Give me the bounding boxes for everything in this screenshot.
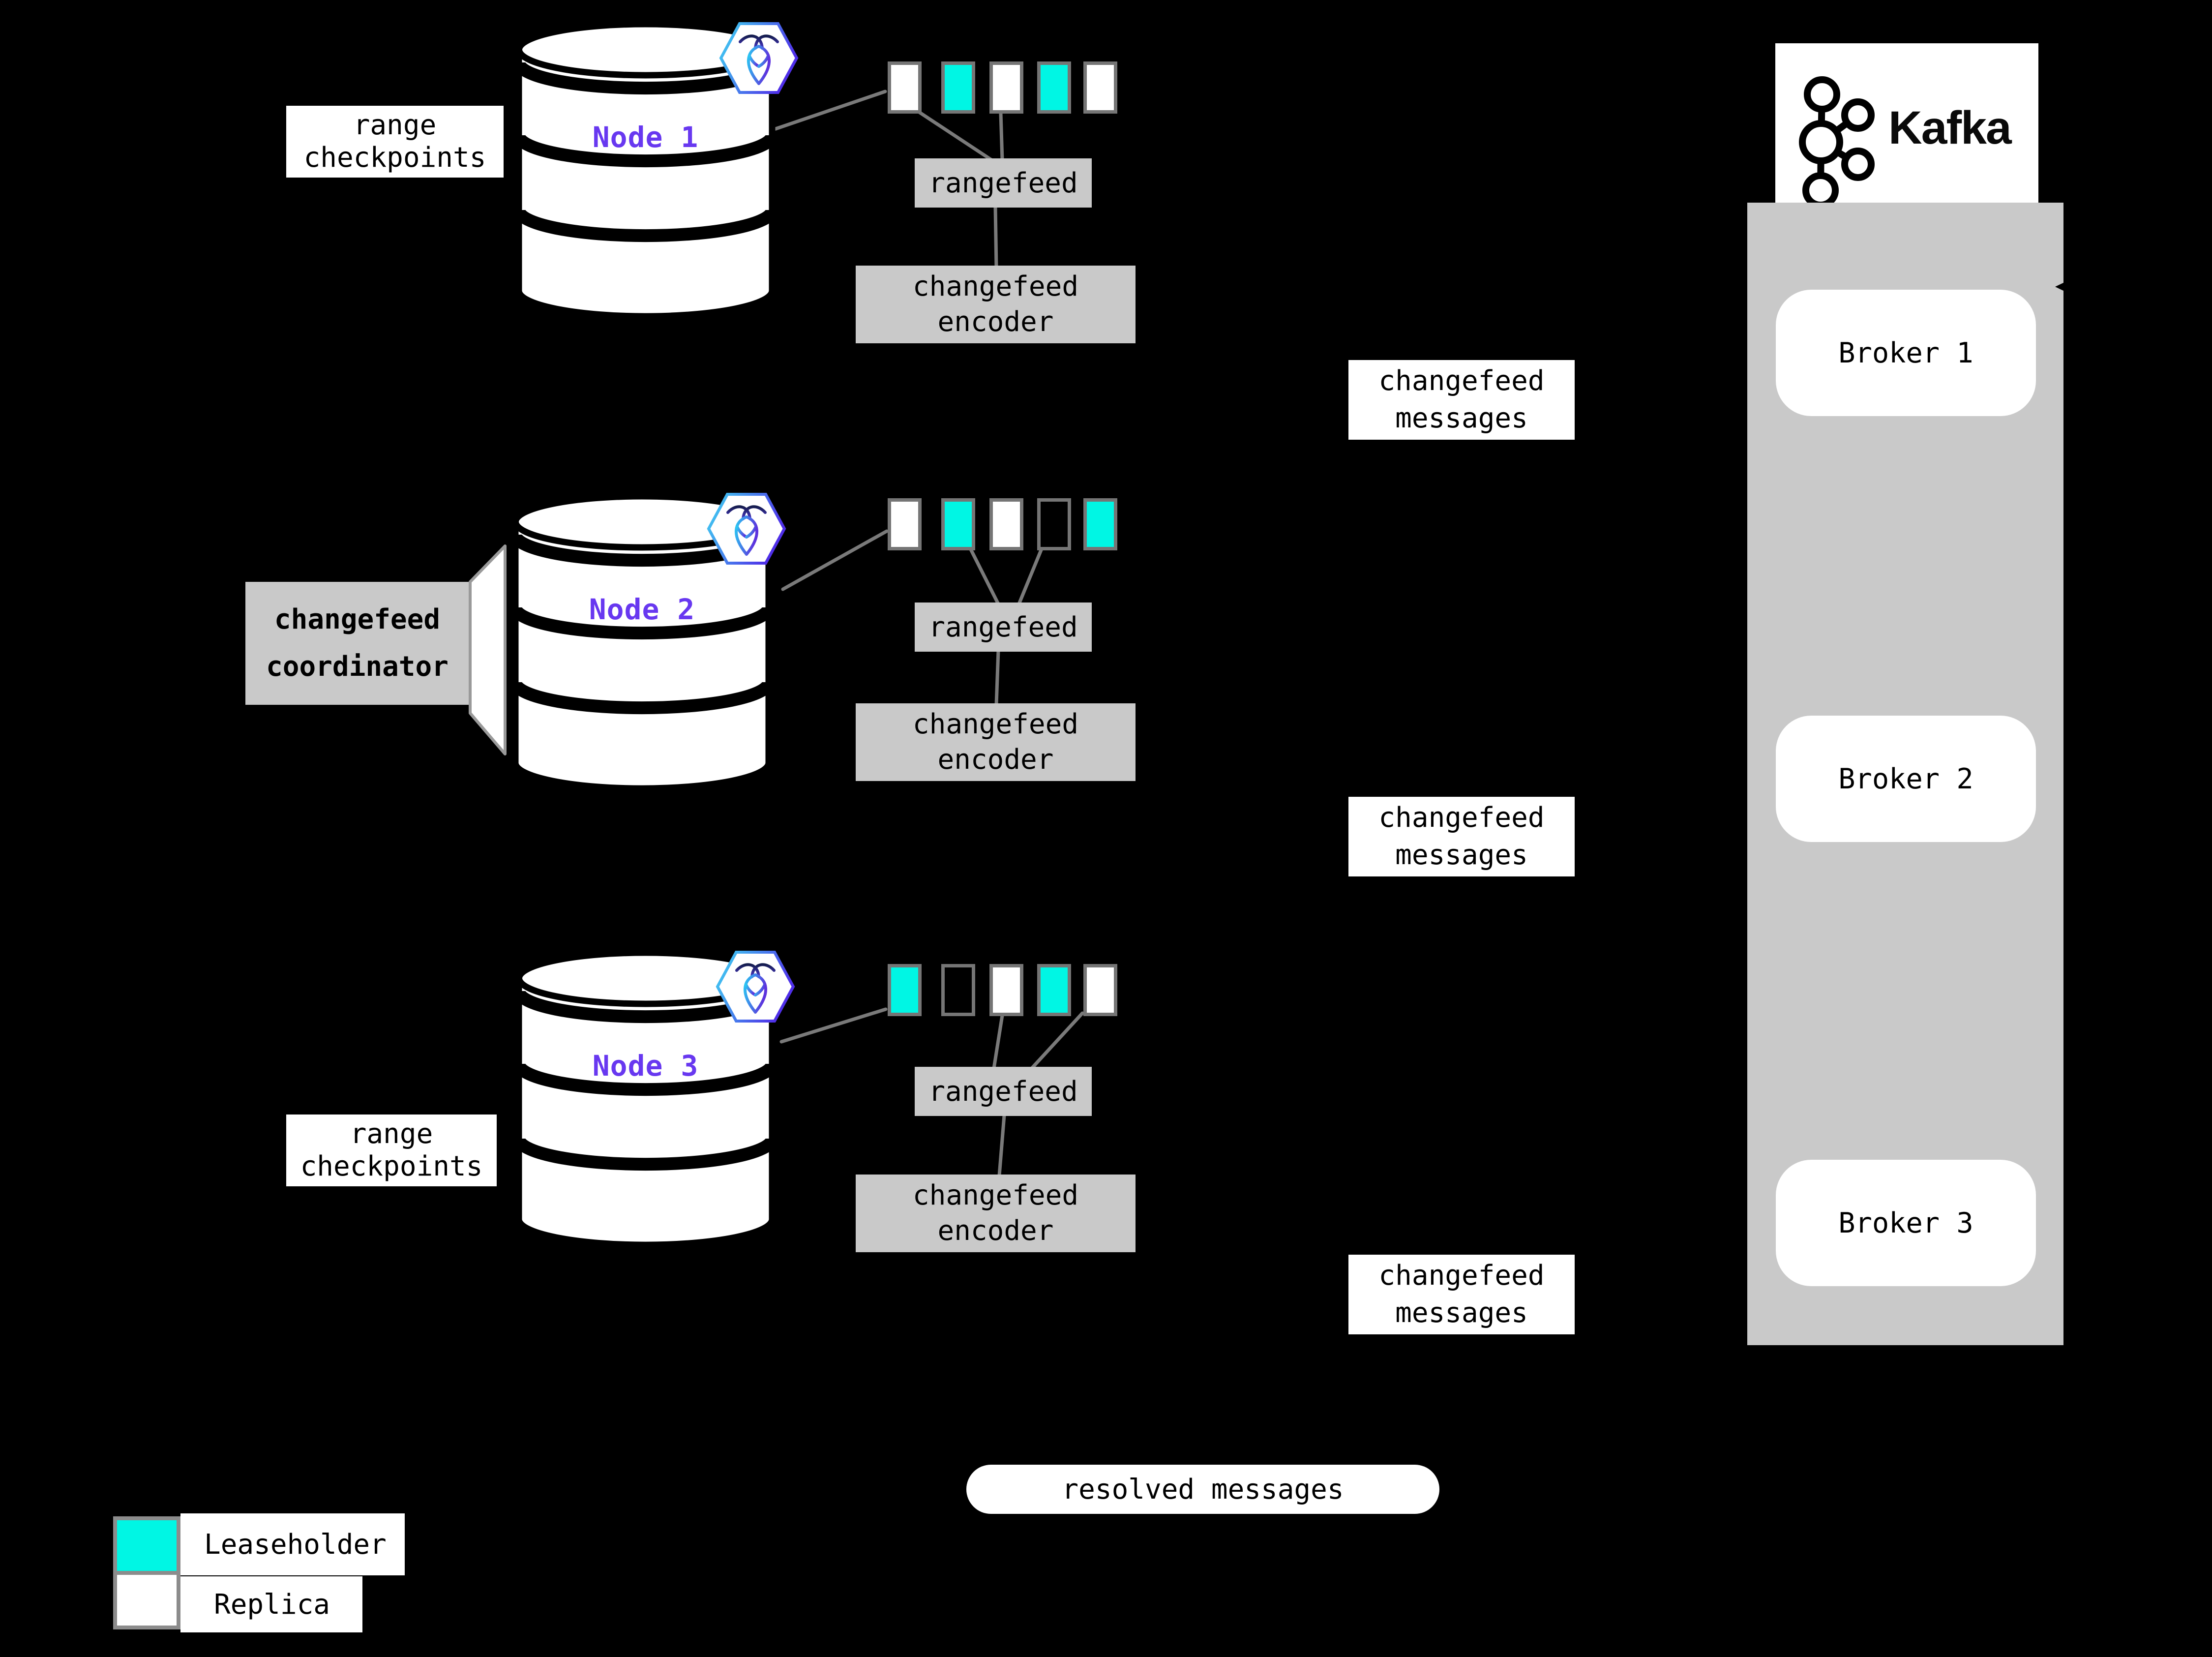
cockroachdb-logo-icon <box>716 951 795 1023</box>
checkpoints-label-line: checkpoints <box>300 1150 483 1182</box>
range-square <box>1037 498 1071 550</box>
encoder-label-line: encoder <box>937 744 1054 776</box>
range-square <box>888 498 922 550</box>
range-square <box>989 498 1023 550</box>
legend-label-replica: Replica <box>180 1576 362 1632</box>
resolved-messages-label: resolved messages <box>1062 1473 1344 1506</box>
changefeed-coordinator-box: changefeed coordinator <box>245 582 469 705</box>
rangefeed-label: rangefeed <box>928 167 1078 199</box>
node2-changefeed-messages-label: changefeed messages <box>1348 797 1575 876</box>
range-square <box>1083 964 1117 1016</box>
rangefeed-label: rangefeed <box>928 1075 1078 1108</box>
coordinator-flap-shape <box>469 544 507 755</box>
broker-1-box: Broker 1 <box>1776 290 2036 416</box>
range-square <box>989 61 1023 114</box>
encoder-label-line: encoder <box>937 306 1054 338</box>
broker-3-box: Broker 3 <box>1776 1160 2036 1286</box>
checkpoints-label-line: range <box>350 1118 433 1150</box>
cockroachdb-logo-icon <box>719 22 799 94</box>
rangefeed-label: rangefeed <box>928 611 1078 643</box>
node2-database-cylinder <box>511 493 773 792</box>
coordinator-label-line: coordinator <box>266 651 448 683</box>
range-square <box>941 498 975 550</box>
broker-label: Broker 2 <box>1838 762 1973 795</box>
node2-changefeed-encoder-box: changefeed encoder <box>856 703 1136 781</box>
kafka-wordmark: Kafka <box>1888 102 2012 154</box>
legend-label-leaseholder: Leaseholder <box>180 1513 405 1575</box>
range-square <box>1083 61 1117 114</box>
node3-range-row <box>888 964 1117 1016</box>
encoder-label-line: changefeed <box>912 271 1079 302</box>
encoder-label-line: encoder <box>937 1215 1054 1247</box>
range-square <box>888 61 922 114</box>
node1-range-checkpoints-label: range checkpoints <box>286 106 504 178</box>
checkpoints-label-line: range <box>353 109 437 141</box>
kafka-logo-icon <box>1799 76 1875 207</box>
messages-label-line: messages <box>1395 1297 1528 1329</box>
node1-changefeed-messages-label: changefeed messages <box>1348 360 1575 440</box>
messages-label-line: changefeed <box>1378 802 1545 834</box>
kafka-logo-box: Kafka <box>1775 43 2038 207</box>
messages-label-line: messages <box>1395 402 1528 434</box>
broker-2-box: Broker 2 <box>1776 716 2036 842</box>
range-square <box>941 61 975 114</box>
messages-label-line: changefeed <box>1378 365 1545 397</box>
range-square <box>1083 498 1117 550</box>
range-square <box>941 964 975 1016</box>
node2-rangefeed-box: rangefeed <box>915 603 1092 652</box>
node1-rangefeed-box: rangefeed <box>915 158 1092 208</box>
checkpoints-label-line: checkpoints <box>303 142 486 174</box>
node2-label: Node 2 <box>589 593 695 626</box>
node1-range-row <box>888 61 1117 114</box>
legend-swatch-replica <box>113 1571 180 1629</box>
legend-text: Replica <box>214 1588 330 1621</box>
legend-text: Leaseholder <box>204 1528 387 1561</box>
node1-label: Node 1 <box>592 121 699 154</box>
node3-changefeed-messages-label: changefeed messages <box>1348 1255 1575 1334</box>
encoder-label-line: changefeed <box>912 708 1079 740</box>
resolved-messages-pill: resolved messages <box>966 1465 1439 1514</box>
range-square <box>1037 61 1071 114</box>
coordinator-label-line: changefeed <box>274 603 441 635</box>
broker-label: Broker 1 <box>1838 336 1973 369</box>
node1-changefeed-encoder-box: changefeed encoder <box>856 266 1136 343</box>
node3-label: Node 3 <box>592 1049 699 1083</box>
messages-label-line: changefeed <box>1378 1260 1545 1292</box>
range-square <box>1037 964 1071 1016</box>
node2-range-row <box>888 498 1117 550</box>
node3-database-cylinder <box>515 950 776 1248</box>
range-square <box>989 964 1023 1016</box>
node3-rangefeed-box: rangefeed <box>915 1067 1092 1116</box>
arrowhead-icon <box>2055 282 2065 292</box>
node3-changefeed-encoder-box: changefeed encoder <box>856 1175 1136 1252</box>
cockroachdb-logo-icon <box>707 493 786 565</box>
broker-label: Broker 3 <box>1838 1206 1973 1239</box>
range-square <box>888 964 922 1016</box>
legend-swatch-leaseholder <box>113 1516 180 1575</box>
messages-label-line: messages <box>1395 839 1528 871</box>
encoder-label-line: changefeed <box>912 1179 1079 1211</box>
node3-range-checkpoints-label: range checkpoints <box>286 1115 497 1186</box>
